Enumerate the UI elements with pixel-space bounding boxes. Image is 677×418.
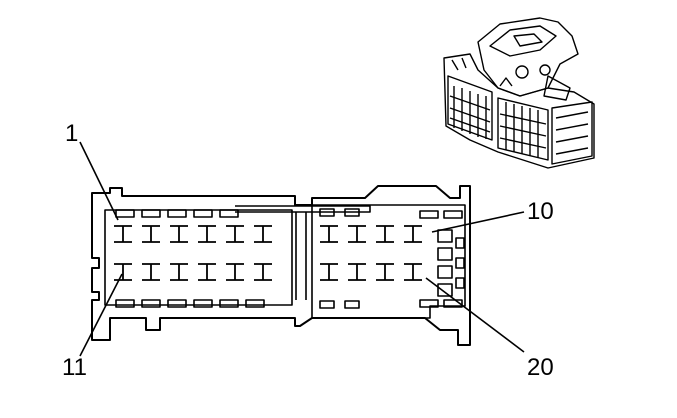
cavity xyxy=(376,263,394,281)
leader-lines xyxy=(79,141,525,357)
cavity xyxy=(348,263,366,281)
cavity xyxy=(226,263,244,281)
cavity xyxy=(226,225,244,243)
pin-10-label: 10 xyxy=(527,198,554,225)
cavity xyxy=(198,263,216,281)
cavity xyxy=(114,225,132,243)
leader-line-10 xyxy=(431,211,525,233)
pin-1-label: 1 xyxy=(65,120,79,147)
leader-line-1 xyxy=(79,141,119,221)
cavity xyxy=(198,225,216,243)
cavity xyxy=(114,263,132,281)
cavity xyxy=(320,225,338,243)
leader-line-20 xyxy=(425,277,525,353)
cavity xyxy=(320,263,338,281)
cavity xyxy=(348,225,366,243)
terminal-cavities xyxy=(114,225,422,281)
cavity xyxy=(142,225,160,243)
connector-isometric-thumbnail xyxy=(443,17,595,169)
cavity xyxy=(376,225,394,243)
top-slot-row xyxy=(115,208,463,219)
cavity xyxy=(254,263,272,281)
cavity xyxy=(404,263,422,281)
side-cavities xyxy=(437,229,465,297)
pin-11-label: 11 xyxy=(62,354,87,381)
cavity xyxy=(404,225,422,243)
leader-line-11 xyxy=(79,273,123,357)
bottom-slot-row xyxy=(115,299,463,309)
cavity xyxy=(142,263,160,281)
pin-20-label: 20 xyxy=(527,354,554,381)
cavity xyxy=(170,225,188,243)
cavity xyxy=(254,225,272,243)
cavity xyxy=(170,263,188,281)
connector-housing xyxy=(91,185,471,346)
